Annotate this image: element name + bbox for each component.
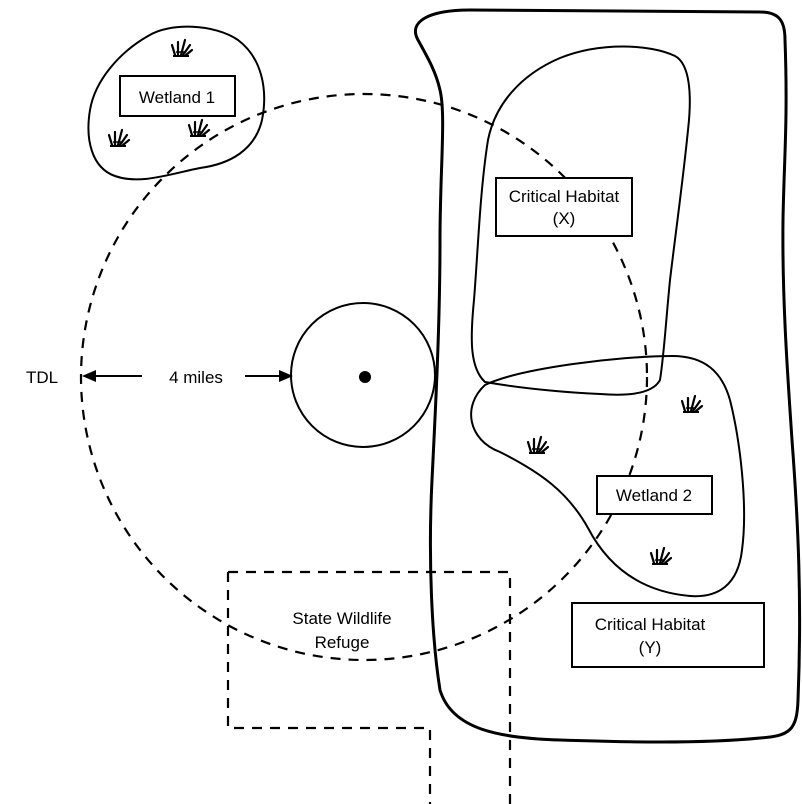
distance-label: 4 miles <box>169 368 223 387</box>
critical-habitat-x-label-line1: Critical Habitat <box>509 187 620 206</box>
wetland-1-label: Wetland 1 <box>139 88 215 107</box>
tdl-label: TDL <box>26 368 58 387</box>
grass-tuft-icon <box>680 394 704 414</box>
wetland-2-label: Wetland 2 <box>616 486 692 505</box>
critical-habitat-y-region <box>414 8 802 744</box>
critical-habitat-y-label-box <box>571 602 765 668</box>
grass-tuft-icon <box>187 118 211 138</box>
critical-habitat-y-label-line1: Critical Habitat <box>595 615 706 634</box>
arrow-left-icon <box>82 370 142 382</box>
grass-tuft-icon <box>649 546 673 566</box>
four-mile-radius-boundary <box>79 92 649 662</box>
critical-habitat-y-label-line2: (Y) <box>639 638 662 657</box>
wetland-1-label-box <box>119 75 236 117</box>
grass-tuft-icon <box>107 128 131 148</box>
grass-tuft-icon <box>170 38 194 58</box>
state-wildlife-refuge-boundary <box>226 570 512 804</box>
refuge-label-line1: State Wildlife <box>292 609 391 628</box>
wetland-1-region <box>87 25 266 181</box>
arrow-right-icon <box>245 370 293 382</box>
critical-habitat-x-region <box>470 45 691 396</box>
refuge-label-line2: Refuge <box>315 633 370 652</box>
wetland-2-label-box <box>596 475 713 515</box>
critical-habitat-x-label-line2: (X) <box>553 209 576 228</box>
source-point-icon <box>359 371 371 383</box>
grass-tuft-icon <box>526 435 550 455</box>
wetland-2-region <box>470 354 746 598</box>
critical-habitat-x-label-box <box>495 177 633 237</box>
inner-radius-circle <box>290 302 436 448</box>
